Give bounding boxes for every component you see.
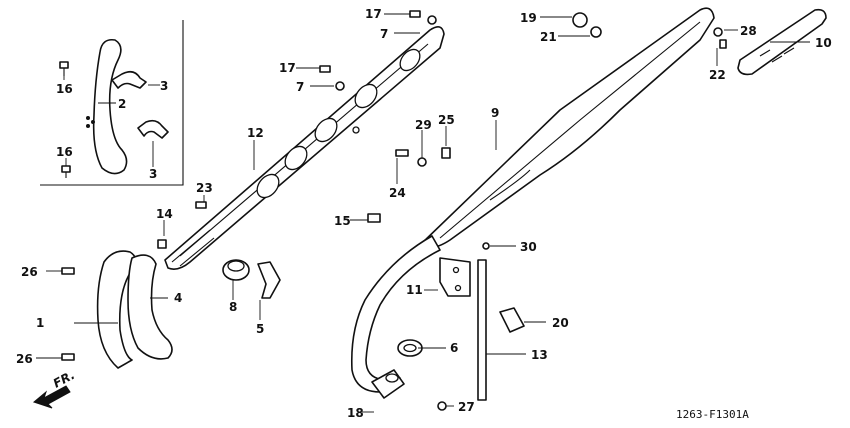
callout-27: 27 xyxy=(458,400,475,414)
callout-23: 23 xyxy=(196,181,213,195)
part-16-screw-upper xyxy=(59,61,69,76)
callout-3-upper: 3 xyxy=(160,79,168,93)
part-7-washer-lower xyxy=(335,81,345,91)
front-direction-arrow: FR. xyxy=(32,368,77,409)
figure-code: 1263-F1301A xyxy=(676,408,749,421)
part-19-nut xyxy=(572,12,588,28)
callout-1: 1 xyxy=(36,316,44,330)
callout-26-lower: 26 xyxy=(16,352,33,366)
part-1-pipe-protector xyxy=(96,250,137,369)
inset-frame xyxy=(40,20,184,186)
callout-29: 29 xyxy=(415,118,432,132)
callout-24: 24 xyxy=(389,186,406,200)
part-24-bolt xyxy=(395,149,409,157)
callout-20: 20 xyxy=(552,316,569,330)
callout-5: 5 xyxy=(256,322,264,336)
part-4-pipe-protector xyxy=(127,254,173,360)
callout-labels: 1 2 3 3 4 5 6 7 7 8 9 10 11 12 13 14 15 … xyxy=(16,7,832,420)
callout-25: 25 xyxy=(438,113,455,127)
part-11-bracket xyxy=(439,257,471,297)
callout-19: 19 xyxy=(520,11,537,25)
callout-4: 4 xyxy=(174,291,182,305)
callout-21: 21 xyxy=(540,30,557,44)
callout-18: 18 xyxy=(347,406,364,420)
part-30-clip xyxy=(482,242,490,250)
callout-8: 8 xyxy=(229,300,237,314)
callout-30: 30 xyxy=(520,240,537,254)
part-26-bolt-lower xyxy=(61,353,75,361)
part-2-heat-protector xyxy=(86,38,128,175)
leader-lines xyxy=(36,13,810,413)
part-8-collar xyxy=(222,259,250,281)
part-28-washer xyxy=(713,27,723,37)
callout-15: 15 xyxy=(334,214,351,228)
part-26-bolt-upper xyxy=(61,267,75,275)
part-22-screw xyxy=(719,39,727,49)
part-3-clamp-upper xyxy=(111,70,147,89)
part-9-muffler xyxy=(419,7,715,249)
part-18-joint-collar xyxy=(371,369,405,399)
part-13-tube xyxy=(477,259,487,401)
callout-22: 22 xyxy=(709,68,726,82)
callout-10: 10 xyxy=(815,36,832,50)
part-25-bolt xyxy=(441,147,451,159)
part-17-bolt-lower xyxy=(319,65,331,73)
callout-11: 11 xyxy=(406,283,423,297)
callout-6: 6 xyxy=(450,341,458,355)
part-7-washer-upper xyxy=(427,15,437,25)
callout-7-upper: 7 xyxy=(380,27,388,41)
callout-17-upper: 17 xyxy=(365,7,382,21)
callout-28: 28 xyxy=(740,24,757,38)
part-17-bolt-upper xyxy=(409,10,421,18)
callout-17-lower: 17 xyxy=(279,61,296,75)
callout-14: 14 xyxy=(156,207,173,221)
part-9-exhaust-pipe xyxy=(350,235,441,393)
callout-3-lower: 3 xyxy=(149,167,157,181)
callout-16-lower: 16 xyxy=(56,145,73,159)
part-5-clamp xyxy=(257,261,281,299)
part-23-bolt xyxy=(195,201,207,209)
callout-12: 12 xyxy=(247,126,264,140)
callout-13: 13 xyxy=(531,348,548,362)
part-27-nut xyxy=(437,401,447,411)
callout-26-upper: 26 xyxy=(21,265,38,279)
part-3-clamp-lower xyxy=(137,119,169,139)
part-12-heat-protector xyxy=(164,26,445,270)
part-14-bolt xyxy=(157,239,167,249)
part-15-bolt xyxy=(367,213,381,223)
callout-2: 2 xyxy=(118,97,126,111)
part-20-spacer xyxy=(499,307,525,333)
callout-16-upper: 16 xyxy=(56,82,73,96)
part-16-screw-lower xyxy=(61,165,71,178)
part-29-washer xyxy=(417,157,427,167)
callout-7-lower: 7 xyxy=(296,80,304,94)
callout-9: 9 xyxy=(491,106,499,120)
part-21-washer xyxy=(590,26,602,38)
